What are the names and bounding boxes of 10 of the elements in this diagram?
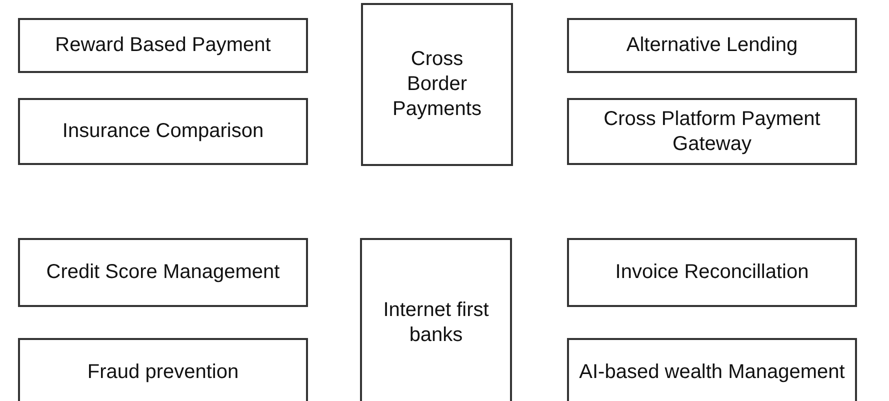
label-box: Cross Platform Payment Gateway — [567, 98, 857, 165]
label-box: Insurance Comparison — [18, 98, 308, 165]
label-box: Alternative Lending — [567, 18, 857, 73]
label-box: Reward Based Payment — [18, 18, 308, 73]
label-box: Credit Score Management — [18, 238, 308, 307]
label-box: Internet first banks — [360, 238, 512, 401]
label-box: Fraud prevention — [18, 338, 308, 401]
label-box: AI-based wealth Management — [567, 338, 857, 401]
label-box: Invoice Reconcillation — [567, 238, 857, 307]
label-box: Cross Border Payments — [361, 3, 513, 166]
